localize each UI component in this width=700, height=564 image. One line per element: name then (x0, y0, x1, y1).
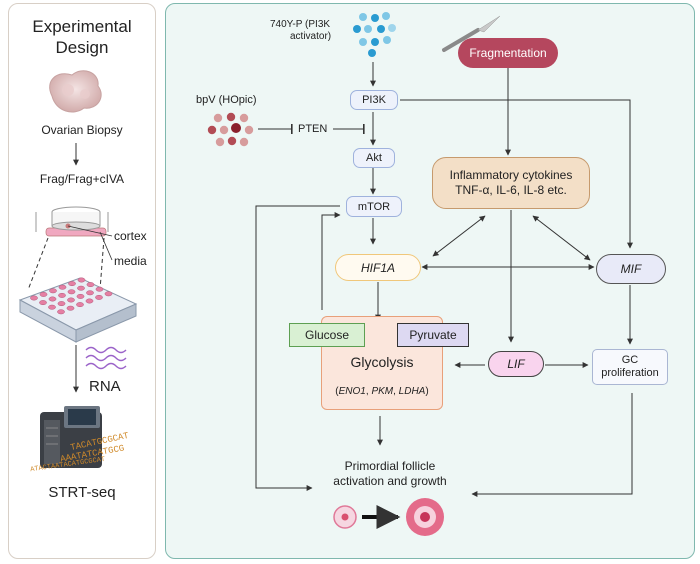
gc-line2: proliferation (601, 367, 659, 379)
activator-label-line1: 740Y-P (PI3K (270, 19, 331, 30)
gene-eno1: ENO1 (338, 386, 366, 397)
plate-well (49, 288, 57, 294)
plate-well (77, 277, 86, 283)
rna-icon (85, 346, 127, 370)
design-title-line1: Experimental (32, 17, 132, 36)
outcome-line1: Primordial follicle (344, 459, 436, 473)
seq-label: STRT-seq (48, 484, 116, 501)
primordial-follicle-icon (333, 505, 357, 529)
plate-well (66, 305, 75, 311)
plate-well (48, 296, 57, 302)
growing-follicle-icon (406, 498, 444, 536)
plate-well (86, 282, 95, 288)
plate-well (30, 295, 38, 301)
plate-well (77, 285, 85, 291)
plate-well (86, 290, 94, 296)
activator-label-line2: activator) (290, 31, 332, 42)
plate-well (76, 293, 85, 299)
plate-well (58, 284, 67, 290)
peptide-dots-icon (353, 12, 396, 57)
media-label: media (114, 254, 147, 268)
plate-well (95, 286, 104, 292)
plate-well (67, 297, 75, 303)
plate-well (57, 301, 66, 307)
plate-well (48, 304, 56, 310)
fragmentation-box: Fragmentation (458, 38, 558, 68)
pten-node: PTEN (298, 123, 328, 135)
rna-label: RNA (89, 378, 121, 395)
cytokines-line2: TNF-α, IL-6, IL-8 etc. (455, 183, 567, 197)
pi3k-node: PI3K (350, 90, 398, 110)
sequencer-icon (40, 406, 102, 468)
plate-well (57, 309, 65, 315)
scalpel-icon (442, 15, 501, 52)
plate-well (39, 300, 47, 306)
cortex-label: cortex (114, 229, 147, 243)
cytokines-box: Inflammatory cytokines TNF-α, IL-6, IL-8… (432, 157, 590, 209)
design-title-line2: Design (55, 38, 109, 57)
plate-well (58, 292, 66, 298)
inhibitor-dots-icon (207, 112, 254, 147)
pyruvate-box: Pyruvate (397, 323, 469, 347)
gc-proliferation-box: GC proliferation (592, 349, 668, 385)
cytokines-line1: Inflammatory cytokines (449, 168, 573, 182)
gc-line1: GC (621, 354, 639, 366)
plate-well (104, 291, 113, 297)
glycolysis-genes: (ENO1, PKM, LDHA) (335, 386, 429, 397)
gene-ldha: LDHA (398, 386, 426, 397)
gene-pkm: PKM (371, 386, 394, 397)
well-plate-icon (18, 277, 138, 343)
glucose-box: Glucose (289, 323, 365, 347)
biopsy-label: Ovarian Biopsy (41, 123, 123, 137)
conditions-label: Frag/Frag+cIVA (39, 172, 125, 186)
outcome-line2: activation and growth (333, 474, 447, 488)
plate-well (39, 291, 48, 297)
bpv-label: bpV (HOpic) (196, 94, 257, 106)
ovary-icon (49, 70, 102, 113)
plate-well (67, 289, 76, 295)
glycolysis-label: Glycolysis (350, 354, 414, 370)
plate-well (95, 294, 103, 300)
plate-well (68, 281, 76, 287)
hif1a-node: HIF1A (335, 254, 421, 281)
mif-node: MIF (596, 254, 666, 284)
plate-well (85, 298, 94, 304)
culture-insert-icon (35, 206, 113, 261)
plate-well (76, 302, 84, 308)
lif-node: LIF (488, 351, 544, 377)
akt-node: Akt (353, 148, 395, 168)
mtor-node: mTOR (346, 196, 402, 217)
